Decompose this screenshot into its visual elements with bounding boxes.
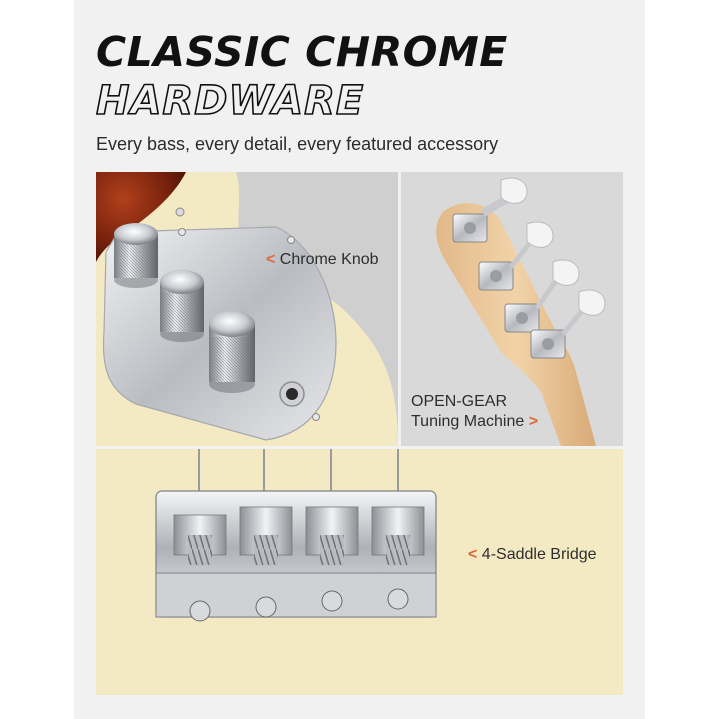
knob-illustration: [96, 172, 398, 446]
tuning-machine-photo: OPEN-GEAR Tuning Machine >: [401, 172, 623, 446]
tuning-machine-label-line2: Tuning Machine: [411, 413, 525, 430]
chevron-left-icon: <: [266, 251, 276, 268]
chevron-right-icon: >: [528, 413, 539, 430]
chrome-knob-label: Chrome Knob: [279, 251, 379, 268]
bridge-callout: < 4-Saddle Bridge: [468, 545, 597, 565]
subtitle: Every bass, every detail, every featured…: [96, 134, 499, 154]
tuning-machine-callout: OPEN-GEAR Tuning Machine >: [411, 392, 538, 432]
bridge-photo: < 4-Saddle Bridge: [96, 449, 623, 695]
bridge-label: 4-Saddle Bridge: [481, 546, 597, 563]
knob-1: [114, 223, 158, 288]
tuner-3: [504, 259, 580, 333]
title-line-2-outline: HARDWARE: [95, 77, 365, 125]
saddles: [173, 506, 425, 565]
bridge-illustration: [96, 449, 623, 695]
knob-3: [209, 311, 255, 393]
tuner-4: [530, 289, 606, 359]
chevron-left-icon: <: [468, 546, 478, 563]
intonation-screws: [189, 588, 409, 622]
chrome-knob-callout: < Chrome Knob: [266, 250, 379, 270]
headstock-illustration: [401, 172, 623, 446]
tuner-1: [452, 177, 528, 243]
tuning-machine-label-line1: OPEN-GEAR: [411, 393, 508, 410]
knob-2: [160, 270, 204, 342]
title-line-1: CLASSIC CHROME: [96, 28, 508, 76]
chrome-knob-photo: < Chrome Knob: [96, 172, 398, 446]
tuner-2: [478, 221, 554, 291]
product-feature-card: CLASSIC CHROME HARDWARE Every bass, ever…: [74, 0, 645, 719]
